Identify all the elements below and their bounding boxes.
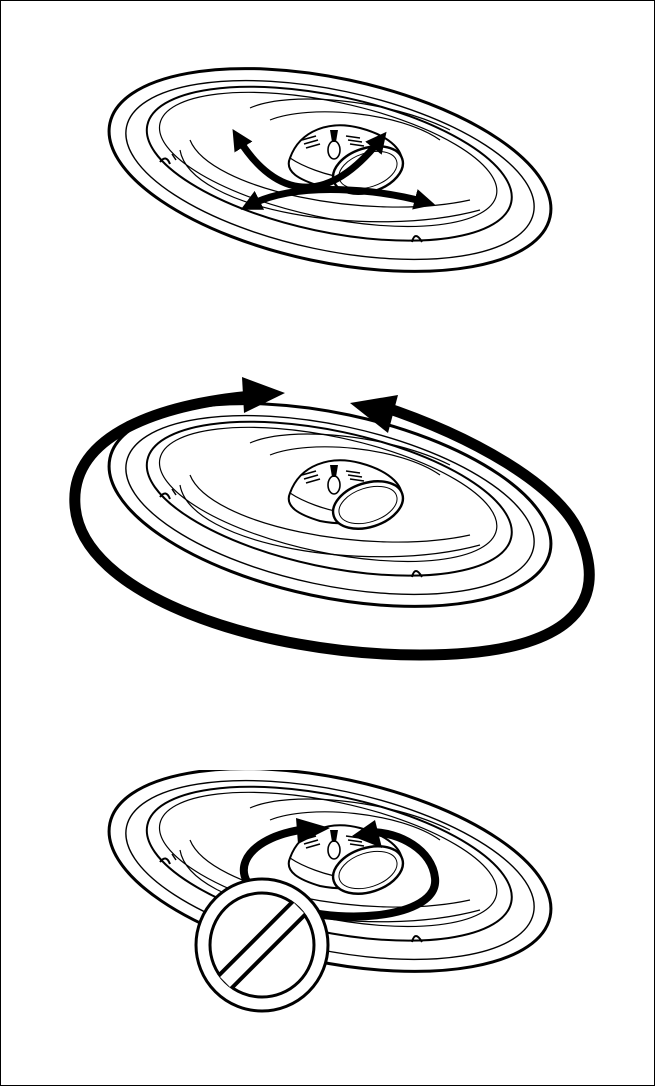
spin-prohibited-panel: [0, 770, 655, 1060]
fixture-illustration: [0, 355, 655, 685]
fixture-illustration: [0, 770, 655, 1060]
tilt-panel: [0, 40, 655, 320]
no-symbol-icon: [196, 879, 328, 1011]
fixture-illustration: [0, 40, 655, 320]
rotate-panel: [0, 355, 655, 685]
